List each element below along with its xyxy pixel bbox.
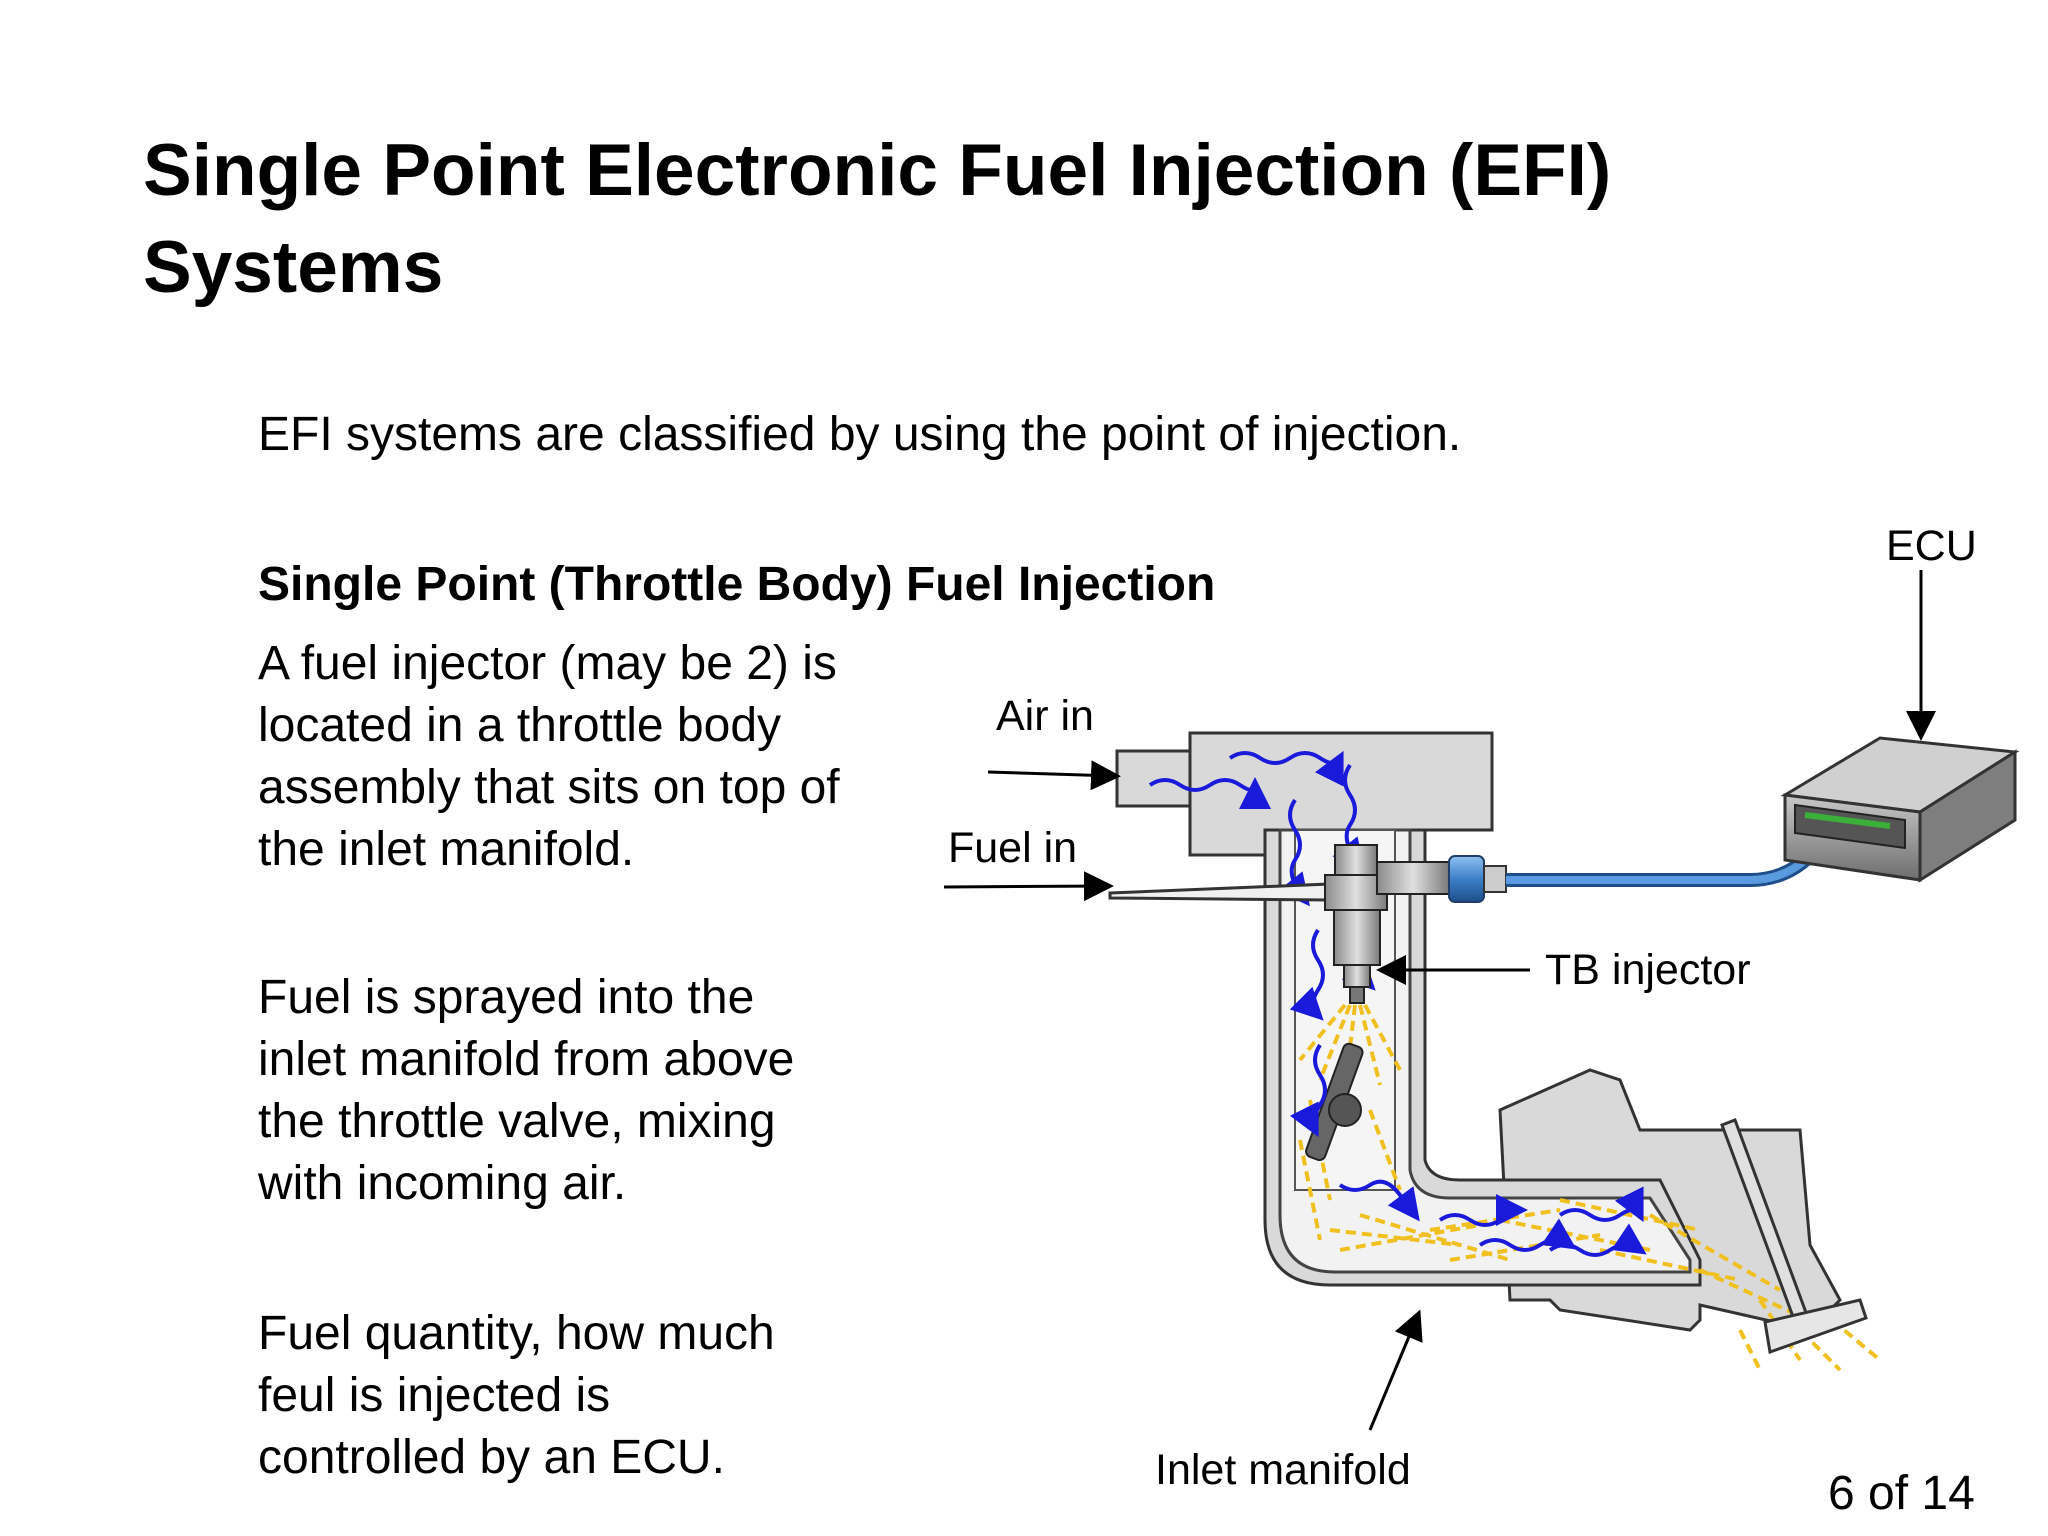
paragraph-line: inlet manifold from above [258, 1033, 795, 1086]
intro-text: EFI systems are classified by using the … [258, 408, 1462, 461]
paragraph-line: the inlet manifold. [258, 823, 635, 876]
paragraph-fuel-spray: Fuel is sprayed into the inlet manifold … [258, 967, 794, 1215]
paragraph-line: feul is injected is [258, 1369, 611, 1422]
paragraph-line: A fuel injector (may be 2) is [258, 637, 837, 690]
air-in-label: Air in [996, 692, 1094, 740]
injector-connector [1376, 855, 1507, 903]
paragraph-line: Fuel quantity, how much [258, 1307, 775, 1360]
paragraph-line: controlled by an ECU. [258, 1431, 725, 1484]
fuel-in-label: Fuel in [948, 824, 1078, 872]
tb-injector [1324, 844, 1388, 1004]
paragraph-line: with incoming air. [258, 1157, 627, 1210]
paragraph-injector-location: A fuel injector (may be 2) is located in… [258, 633, 840, 881]
fuel-spray [1298, 1003, 1882, 1372]
fuel-line [1108, 882, 1332, 902]
air-in-arrow [987, 760, 1121, 791]
title-line-2: Systems [143, 227, 444, 308]
paragraph-line: assembly that sits on top of [258, 761, 840, 814]
section-heading: Single Point (Throttle Body) Fuel Inject… [258, 558, 1216, 611]
paragraph-line: located in a throttle body [258, 699, 782, 752]
page-number: 6 of 14 [1828, 1467, 1975, 1520]
slide-title: Single Point Electronic Fuel Injection (… [143, 122, 1943, 316]
inlet-manifold-arrow [1368, 1309, 1423, 1431]
tb-injector-label: TB injector [1545, 946, 1751, 994]
paragraph-line: Fuel is sprayed into the [258, 971, 755, 1024]
paragraph-fuel-quantity: Fuel quantity, how much feul is injected… [258, 1303, 775, 1489]
air-inlet-duct [1115, 749, 1192, 808]
fuel-in-arrow [943, 871, 1114, 902]
ecu-label: ECU [1886, 522, 1977, 570]
intake-valve [1720, 1118, 1868, 1355]
title-line-1: Single Point Electronic Fuel Injection (… [143, 130, 1612, 211]
inlet-manifold-label: Inlet manifold [1155, 1446, 1411, 1494]
paragraph-line: the throttle valve, mixing [258, 1095, 776, 1148]
ecu-unit [1780, 736, 2020, 883]
